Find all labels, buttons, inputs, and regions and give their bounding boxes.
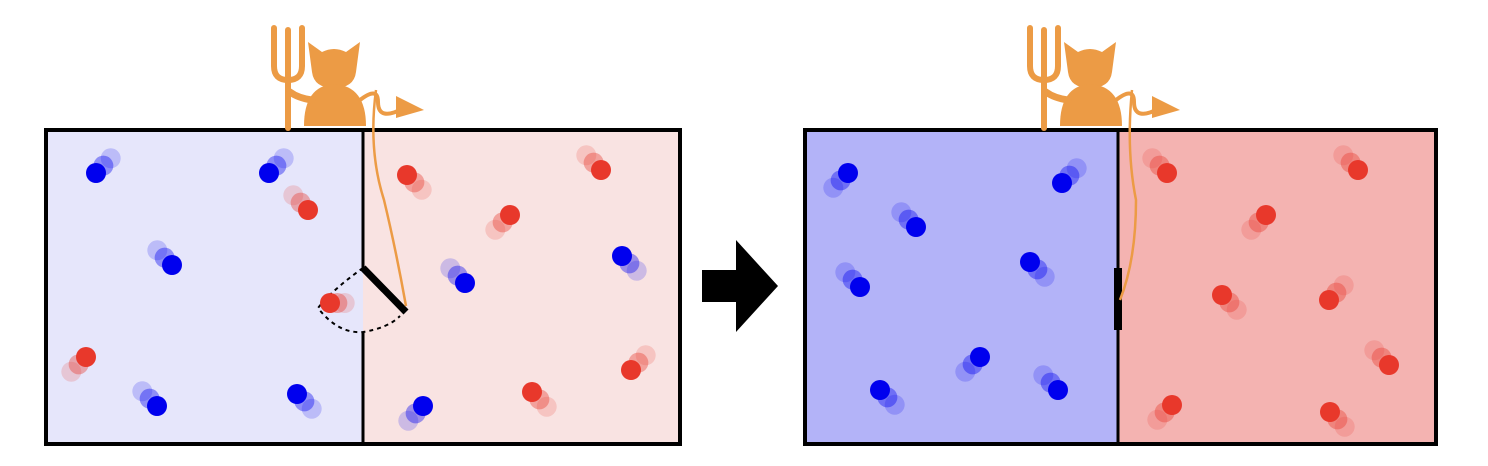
red-particle [621, 345, 656, 380]
blue-particle [835, 262, 870, 297]
door-string [1118, 89, 1138, 301]
door-string [372, 89, 408, 307]
blue-particle [612, 246, 647, 281]
demon-icon [274, 28, 424, 128]
container-outline-after [803, 128, 1438, 446]
right-arrow-icon [702, 240, 778, 332]
red-particle [485, 205, 520, 240]
red-particle [576, 145, 611, 180]
red-particle [1147, 395, 1182, 430]
red-particle [61, 347, 96, 382]
blue-particle [1020, 252, 1055, 287]
blue-particle [823, 163, 858, 198]
blue-particle [86, 148, 121, 183]
red-particle [283, 185, 318, 220]
red-particle [1364, 340, 1399, 375]
red-particle [320, 293, 355, 313]
blue-particle [1052, 158, 1087, 193]
demon-icon [1030, 28, 1180, 128]
transition-arrow [702, 240, 778, 332]
blue-particle [1033, 365, 1068, 400]
blue-particle [891, 202, 926, 237]
right-chamber-before [363, 130, 680, 444]
blue-particle [870, 380, 905, 415]
red-particle [1319, 275, 1354, 310]
right-chamber-after [1118, 130, 1436, 444]
red-particle [1320, 402, 1355, 437]
blue-particle [147, 240, 182, 275]
blue-particle [132, 381, 167, 416]
open-door [360, 265, 409, 315]
red-particle [1212, 285, 1247, 320]
blue-particle [259, 148, 294, 183]
blue-particle [398, 396, 433, 431]
door-swing-arc [316, 267, 401, 334]
panel-after [803, 28, 1438, 446]
red-particle [1142, 148, 1177, 183]
red-particle [397, 165, 432, 200]
red-particle [1241, 205, 1276, 240]
blue-particle [955, 347, 990, 382]
red-particle [522, 382, 557, 417]
red-particle [1333, 145, 1368, 180]
blue-particle [440, 258, 475, 293]
panel-before [44, 28, 682, 446]
blue-particle [287, 384, 322, 419]
